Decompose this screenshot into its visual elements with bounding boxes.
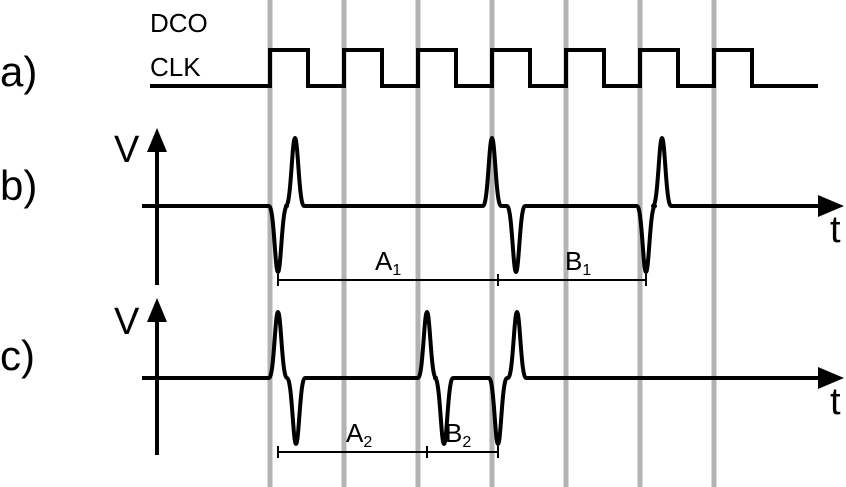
clock-waveform [150, 48, 818, 88]
panel-b-label: b) [0, 162, 37, 209]
t-axis-arrow-icon [818, 195, 844, 217]
panel-b-waveform [142, 136, 820, 274]
panel-b-axes [147, 128, 844, 285]
interval-b1-label: B1 [565, 246, 591, 279]
panel-c-t-axis-label: t [830, 381, 841, 423]
v-axis-arrow-icon [147, 128, 167, 152]
dco-label: DCO [150, 8, 208, 38]
interval-a1-label: A1 [375, 246, 401, 279]
interval-b2-label: B2 [445, 418, 471, 451]
panel-b-intervals [277, 274, 647, 286]
panel-c-label: c) [0, 332, 35, 379]
panel-c-v-axis-label: V [114, 301, 140, 343]
panel-c-axes [147, 298, 844, 455]
panel-b-t-axis-label: t [830, 209, 841, 251]
interval-a2-label: A2 [346, 418, 372, 451]
t-axis-arrow-icon [818, 367, 844, 389]
panel-c-intervals [277, 446, 499, 458]
panel-b-v-axis-label: V [114, 129, 140, 171]
panel-c-waveform [142, 310, 820, 446]
panel-a-label: a) [0, 48, 37, 95]
clk-label: CLK [150, 52, 201, 82]
v-axis-arrow-icon [147, 298, 167, 322]
